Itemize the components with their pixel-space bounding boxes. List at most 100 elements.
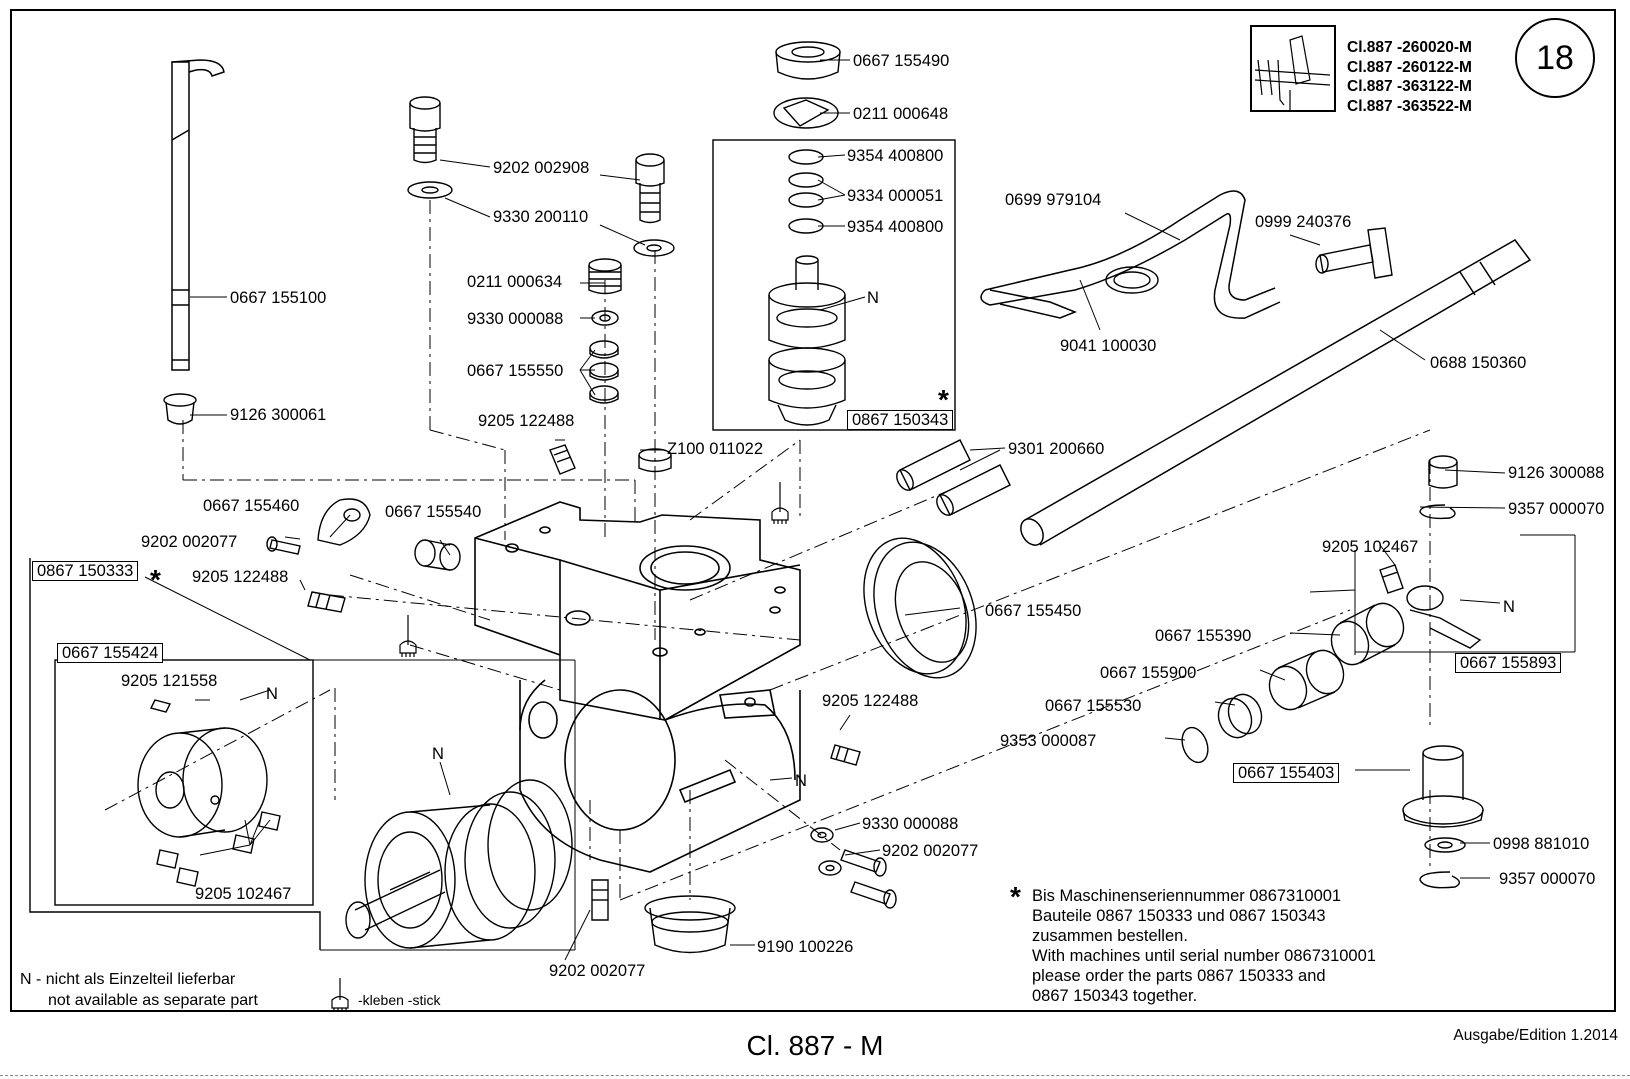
group-box-0667155424	[54, 659, 314, 906]
part-label: 9354 400800	[847, 147, 944, 165]
washer-9330200110-b	[633, 239, 675, 257]
part-label: 9202 002077	[882, 842, 979, 860]
model-item: Cl.887 -363522-M	[1347, 97, 1472, 115]
screw-9202002077-left	[266, 536, 301, 555]
sleeve-0667155403	[1402, 745, 1484, 828]
sleeve-0667155540	[414, 539, 461, 571]
page-number: 18	[1515, 18, 1595, 98]
spacers-0667155390	[1330, 602, 1405, 666]
plug-0211000634	[588, 258, 622, 295]
part-label: 9041 100030	[1060, 337, 1157, 355]
tube-0699979104	[980, 190, 1281, 319]
edition-label: Ausgabe/Edition 1.2014	[1453, 1027, 1618, 1044]
not-available-marker: N	[432, 745, 444, 763]
bushing-9126300088	[1428, 455, 1458, 489]
part-label: Z100 011022	[667, 440, 764, 458]
asterisk-marker: *	[938, 384, 949, 415]
part-label: 9205 122488	[822, 692, 919, 710]
washer-9330200110	[407, 181, 453, 199]
drive-shaft-N	[345, 779, 573, 949]
asterisk-marker: *	[150, 564, 161, 595]
screw-9202002908	[409, 96, 441, 164]
note-line: Bauteile 0867 150333 und 0867 150343	[1032, 907, 1326, 925]
part-label: 0667 155100	[230, 289, 327, 307]
seal-0667155490	[775, 41, 841, 80]
divider	[0, 1075, 1630, 1076]
housing-body	[474, 501, 801, 873]
screws-9202002077-lower	[840, 849, 897, 909]
lever-0667155460	[317, 498, 371, 546]
bar-0688150360	[1020, 239, 1532, 546]
leader-lines	[144, 59, 1576, 961]
legend-glue: -kleben -stick	[358, 992, 441, 1008]
part-label: 0211 000648	[853, 105, 949, 123]
part-label: 9330 000088	[862, 815, 959, 833]
not-available-marker: N	[795, 772, 807, 790]
part-label: 9353 000087	[1000, 732, 1097, 750]
sewing-type-icon-box	[1250, 25, 1336, 112]
clamp-9041100030	[1105, 266, 1159, 294]
group-box-0867150333	[29, 558, 321, 950]
model-item: Cl.887 -363122-M	[1347, 78, 1472, 95]
part-label: 9357 000070	[1508, 500, 1605, 518]
part-label: 0699 979104	[1005, 191, 1102, 209]
part-label: 9205 121558	[121, 672, 218, 690]
part-label: 9190 100226	[757, 938, 854, 956]
collar-0667155424	[137, 699, 281, 887]
part-label: 9205 102467	[1322, 538, 1419, 556]
serial-number-note: Bis Maschinenseriennummer 0867310001 Bau…	[1032, 886, 1376, 1006]
clip-9357000070-bottom	[1419, 871, 1460, 889]
part-label: 9330 200110	[493, 208, 589, 226]
part-label: 9202 002077	[549, 962, 646, 980]
page-title: Cl. 887 - M	[746, 1030, 884, 1061]
bushing-9126300061	[163, 393, 197, 425]
needle-feed-icon	[1254, 35, 1331, 110]
model-item: Cl.887 -260122-M	[1347, 58, 1472, 76]
drawing-frame	[10, 9, 1616, 1012]
pins-9301200660	[896, 439, 1011, 516]
setscrew-9205122488-left	[307, 591, 346, 613]
legend-line: N - nicht als Einzelteil lieferbar	[20, 971, 236, 988]
part-label-boxed: 0867 150343	[847, 410, 954, 430]
model-item: Cl.887 -260020-M	[1347, 39, 1472, 56]
part-label: 9357 000070	[1499, 870, 1596, 888]
part-label: 0667 155900	[1100, 664, 1197, 682]
part-label: 0667 155390	[1155, 627, 1252, 645]
part-label: 9205 102467	[195, 885, 292, 903]
rings-9354-9334	[788, 149, 824, 234]
part-label: 0667 155490	[853, 52, 950, 70]
rod-0667155100	[171, 59, 225, 371]
disc-0667155530	[1217, 693, 1263, 739]
clip-9357000070-top	[1419, 504, 1456, 520]
part-label: 0999 240376	[1255, 213, 1352, 231]
part-label: 9301 200660	[1008, 440, 1105, 458]
not-available-marker: N	[867, 289, 879, 307]
note-line: please order the parts 0867 150333 and	[1032, 967, 1326, 985]
part-label: 9126 300061	[230, 406, 327, 424]
washer-0998881010	[1424, 837, 1466, 853]
not-available-marker: N	[266, 685, 278, 703]
model-list: Cl.887 -260020-M Cl.887 -260122-M Cl.887…	[1347, 38, 1472, 116]
note-line: With machines until serial number 086731…	[1032, 947, 1376, 965]
note-line: Bis Maschinenseriennummer 0867310001	[1032, 887, 1342, 905]
bushing-9190100226	[644, 895, 736, 954]
pads-0667155550	[589, 340, 619, 404]
part-label: 9334 000051	[847, 187, 944, 205]
note-line: 0867 150343 together.	[1032, 987, 1198, 1005]
asterisk-marker: *	[1010, 881, 1021, 912]
ring-0211000648	[773, 97, 839, 129]
part-label-boxed: 0867 150333	[32, 561, 139, 581]
tee-0999240376	[1315, 227, 1393, 279]
legend-n: N - nicht als Einzelteil lieferbar not a…	[20, 970, 258, 1011]
part-label: 9330 000088	[467, 310, 564, 328]
not-available-marker: N	[1503, 598, 1515, 616]
part-label: 0667 155450	[985, 602, 1082, 620]
screw-9202002077-bottom	[591, 879, 609, 921]
part-label: 0211 000634	[467, 273, 563, 291]
setscrew-9205102467	[1379, 564, 1404, 594]
lever-0667155893	[1406, 585, 1482, 649]
part-label: 0688 150360	[1430, 354, 1527, 372]
part-label: 0667 155540	[385, 503, 482, 521]
